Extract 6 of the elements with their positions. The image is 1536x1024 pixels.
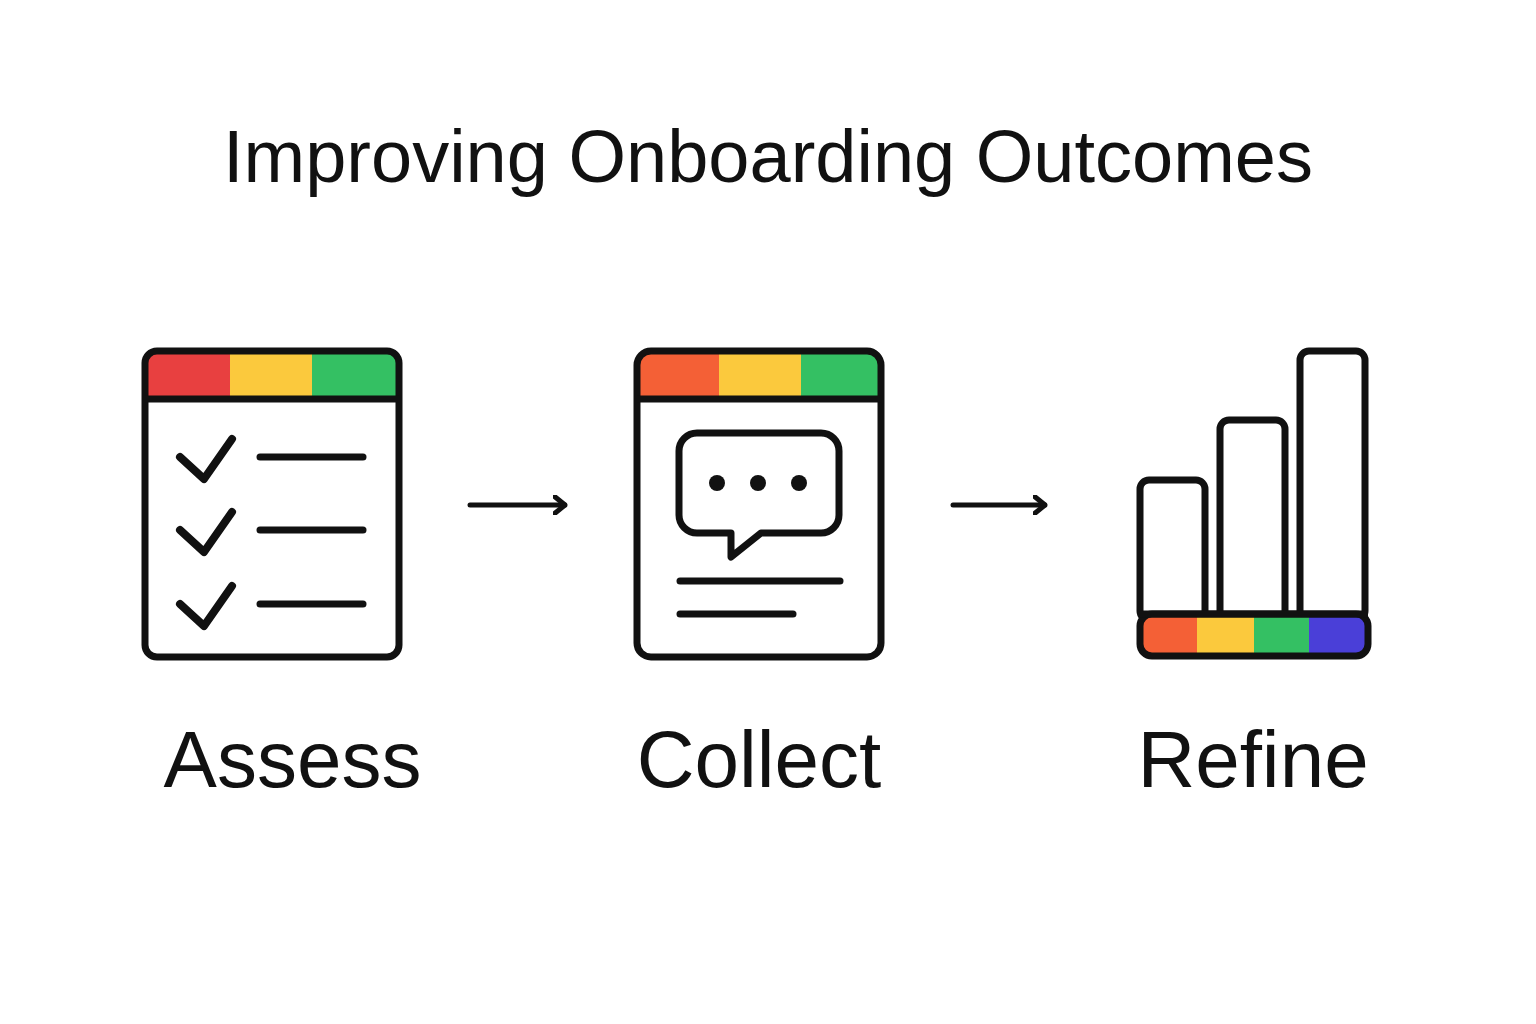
title: Improving Onboarding Outcomes xyxy=(223,114,1313,200)
arrow xyxy=(950,493,1048,517)
step-label: Collect xyxy=(636,715,882,805)
arrow xyxy=(467,493,568,517)
step-label: Assess xyxy=(163,715,422,805)
step-label: Refine xyxy=(1137,715,1369,805)
